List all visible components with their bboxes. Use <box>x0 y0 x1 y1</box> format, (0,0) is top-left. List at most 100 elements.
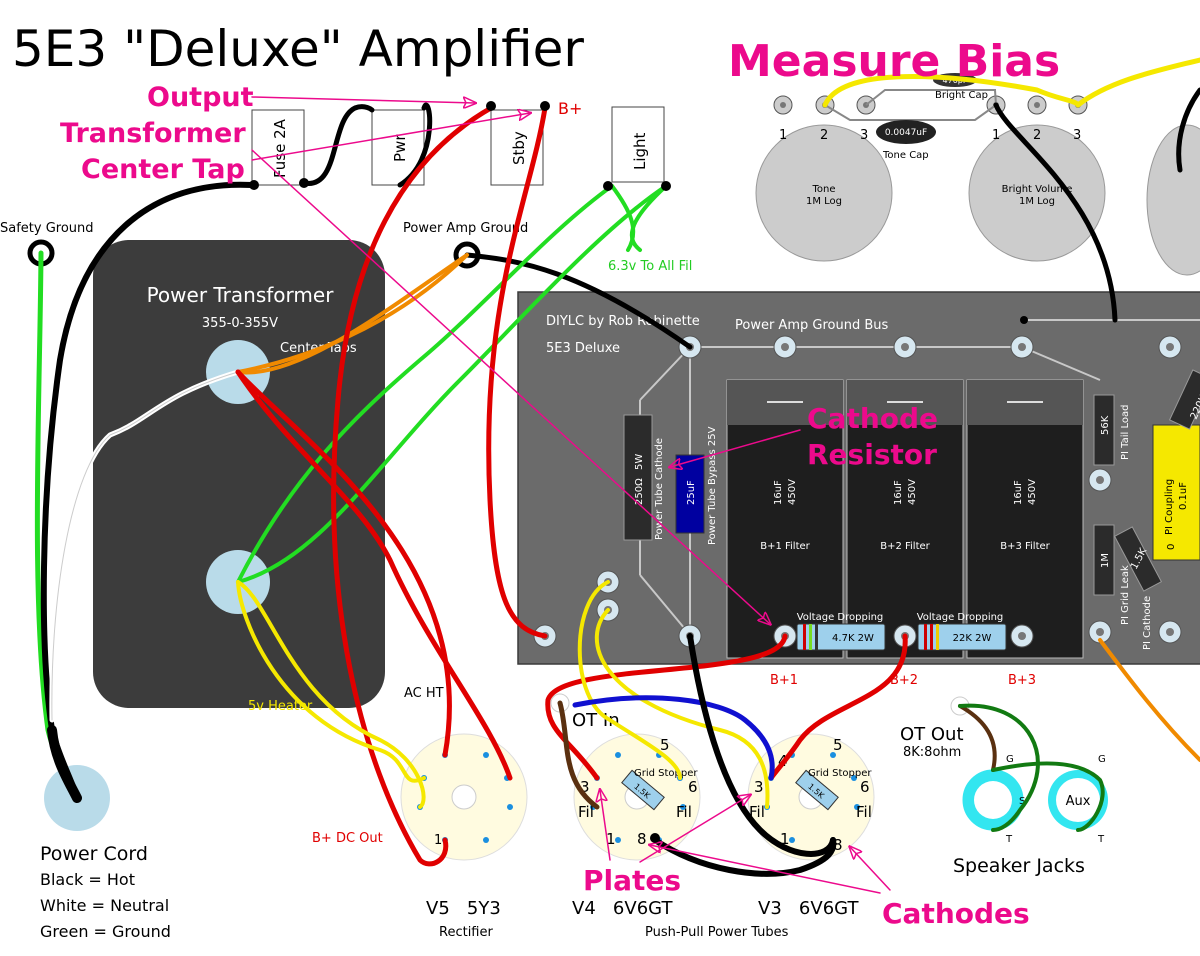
plates-label: Plates <box>583 864 681 897</box>
svg-text:Power Cord: Power Cord <box>40 843 148 865</box>
svg-text:16uF: 16uF <box>1013 480 1024 505</box>
svg-text:B+1 Filter: B+1 Filter <box>760 541 810 552</box>
svg-text:1: 1 <box>606 830 616 848</box>
cathodes-label: Cathodes <box>882 897 1030 930</box>
svg-text:6: 6 <box>860 778 870 796</box>
svg-text:Pwr: Pwr <box>391 134 409 162</box>
svg-text:5W: 5W <box>634 454 645 470</box>
svg-text:4.7K 2W: 4.7K 2W <box>832 633 874 644</box>
svg-text:T: T <box>1005 834 1013 845</box>
svg-text:PI Grid Leak: PI Grid Leak <box>1120 565 1131 625</box>
svg-text:1: 1 <box>780 830 790 848</box>
svg-text:25uF: 25uF <box>686 480 697 505</box>
tone-pot[interactable] <box>755 124 893 262</box>
svg-text:450V: 450V <box>787 479 798 505</box>
pi-leak-resistor: 1M PI Grid Leak <box>1093 524 1131 625</box>
svg-text:3: 3 <box>860 128 868 143</box>
rail-b1: B+1 <box>770 673 798 688</box>
svg-text:Stby: Stby <box>510 131 528 165</box>
svg-text:16uF: 16uF <box>773 480 784 505</box>
speaker-jacks-label: Speaker Jacks <box>953 855 1085 877</box>
svg-text:Tone: Tone <box>811 184 835 195</box>
transformer-title: Power Transformer <box>147 283 335 307</box>
cathode-resistor-label-1: Cathode <box>807 402 938 435</box>
ot-in-label: OT In <box>572 710 620 731</box>
measure-bias-title: Measure Bias <box>728 36 1060 87</box>
svg-text:2: 2 <box>820 128 828 143</box>
board-bus-label: Power Amp Ground Bus <box>735 318 888 333</box>
svg-text:5: 5 <box>660 736 670 754</box>
svg-text:Voltage Dropping: Voltage Dropping <box>797 612 884 623</box>
svg-text:0: 0 <box>1166 544 1177 550</box>
svg-text:Fil: Fil <box>676 803 692 821</box>
svg-text:B+2 Filter: B+2 Filter <box>880 541 930 552</box>
tone-cap <box>876 120 936 144</box>
output-label-2: Transformer <box>60 118 246 149</box>
output-label-3: Center Tap <box>81 154 245 185</box>
svg-text:S: S <box>1019 796 1025 807</box>
cathode-resistor-label-2: Resistor <box>807 438 937 471</box>
pi-cathode-resistor: 1.5K PI Cathode <box>1113 526 1163 650</box>
svg-text:Aux: Aux <box>1066 794 1091 809</box>
pi-tail-resistor: 56K PI Tail Load <box>1093 394 1131 466</box>
svg-text:0.1uF: 0.1uF <box>1178 482 1189 510</box>
power-transformer <box>93 240 385 708</box>
svg-text:8K:8ohm: 8K:8ohm <box>903 745 961 760</box>
svg-text:Bright Volume: Bright Volume <box>1002 184 1073 195</box>
svg-text:0.0047uF: 0.0047uF <box>885 128 927 138</box>
cathode-resistor: 250Ω 5W Power Tube Cathode <box>623 414 665 541</box>
svg-text:Power Amp Ground: Power Amp Ground <box>403 221 528 236</box>
svg-text:250Ω: 250Ω <box>634 478 645 505</box>
rail-b2: B+2 <box>890 673 918 688</box>
svg-text:Fil: Fil <box>578 803 594 821</box>
power-tubes-sub: Push-Pull Power Tubes <box>645 925 789 940</box>
svg-text:1: 1 <box>992 128 1000 143</box>
svg-text:1M: 1M <box>1100 553 1111 568</box>
svg-text:Black = Hot: Black = Hot <box>40 870 135 889</box>
dropping-resistor-1: Voltage Dropping 4.7K 2W <box>796 612 886 651</box>
svg-text:Power Tube Bypass 25V: Power Tube Bypass 25V <box>707 426 718 545</box>
filter-cap-3: B+3 Filter 16uF 450V <box>966 379 1084 659</box>
heater-label: 5v Heater <box>248 699 313 714</box>
svg-text:450V: 450V <box>1027 479 1038 505</box>
fuse-holder[interactable] <box>251 109 305 186</box>
svg-text:PI Tail Load: PI Tail Load <box>1120 405 1131 460</box>
svg-text:Green = Ground: Green = Ground <box>40 922 171 941</box>
v4-label: V4 6V6GT <box>572 898 673 919</box>
svg-text:3: 3 <box>1073 128 1081 143</box>
pi-coupling-cap: PI Coupling 0.1uF 0 <box>1152 424 1200 561</box>
resistor-220k: 220K <box>1168 369 1200 430</box>
svg-text:1: 1 <box>779 128 787 143</box>
svg-text:1M Log: 1M Log <box>1019 196 1055 207</box>
svg-text:6: 6 <box>688 778 698 796</box>
svg-text:8: 8 <box>637 830 647 848</box>
svg-text:G: G <box>1006 754 1014 765</box>
svg-text:5: 5 <box>833 736 843 754</box>
bright-volume-pot[interactable] <box>968 124 1106 262</box>
fil-note: 6.3v To All Fil <box>608 259 692 274</box>
grid-stopper-v4: 1.5K Grid Stopper <box>621 768 698 811</box>
svg-text:PI Coupling: PI Coupling <box>1164 479 1175 535</box>
rail-b3: B+3 <box>1008 673 1036 688</box>
svg-text:56K: 56K <box>1100 415 1111 435</box>
svg-text:PI Cathode: PI Cathode <box>1142 596 1153 650</box>
svg-text:Grid Stopper: Grid Stopper <box>634 768 698 779</box>
filter-cap-1: B+1 Filter 16uF 450V <box>726 379 844 659</box>
svg-text:White = Neutral: White = Neutral <box>40 896 169 915</box>
svg-text:B+3 Filter: B+3 Filter <box>1000 541 1050 552</box>
wires <box>34 57 1200 894</box>
board-name: 5E3 Deluxe <box>546 341 620 356</box>
svg-text:Fil: Fil <box>856 803 872 821</box>
svg-text:16uF: 16uF <box>893 480 904 505</box>
bplus-dc-out-label: B+ DC Out <box>312 831 383 846</box>
svg-text:Fil: Fil <box>749 803 765 821</box>
ac-ht-label: AC HT <box>404 686 444 701</box>
svg-text:Grid Stopper: Grid Stopper <box>808 768 872 779</box>
svg-text:450V: 450V <box>907 479 918 505</box>
svg-text:OT Out: OT Out <box>900 724 964 745</box>
svg-text:1: 1 <box>434 833 442 848</box>
svg-text:Bright Cap: Bright Cap <box>935 90 988 101</box>
ground-bus <box>639 319 1200 636</box>
svg-text:Safety Ground: Safety Ground <box>0 221 94 236</box>
